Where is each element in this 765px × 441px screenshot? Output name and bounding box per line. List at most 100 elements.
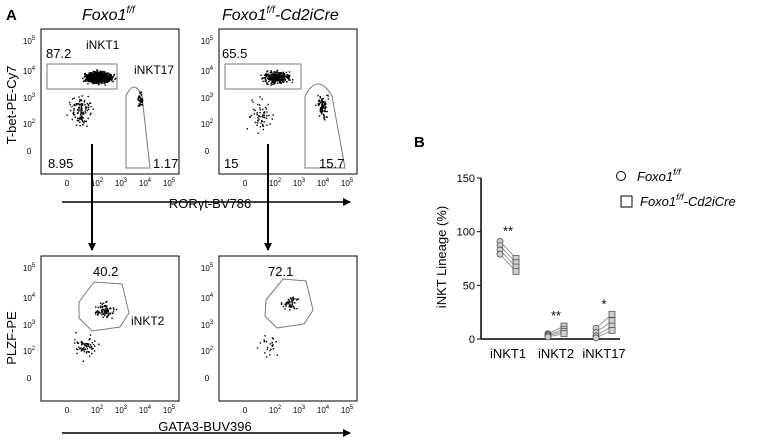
event-dot bbox=[102, 313, 104, 315]
event-dot bbox=[254, 109, 256, 112]
event-dot bbox=[107, 315, 109, 317]
event-dot bbox=[77, 342, 79, 344]
x-tick-label: 104 bbox=[139, 178, 152, 188]
point-foxo1 bbox=[496, 250, 504, 258]
label-inkt1: iNKT1 bbox=[86, 38, 120, 52]
event-dot bbox=[83, 80, 86, 82]
panel-a-letter: A bbox=[6, 7, 17, 24]
event-dot bbox=[101, 80, 104, 82]
event-dot bbox=[79, 116, 81, 119]
event-dot bbox=[81, 119, 84, 122]
y-tick-label: 0 bbox=[205, 147, 210, 156]
event-dot bbox=[101, 303, 103, 305]
event-dot bbox=[79, 108, 81, 110]
event-dot bbox=[90, 112, 92, 115]
event-dot bbox=[78, 118, 81, 120]
event-dot bbox=[274, 76, 276, 78]
event-dot bbox=[106, 307, 109, 310]
event-dot bbox=[317, 100, 320, 102]
event-dot bbox=[292, 296, 294, 298]
b-y-axis-label: iNKT Lineage (%) bbox=[434, 206, 449, 308]
event-dot bbox=[104, 71, 106, 73]
x-tick-label: 103 bbox=[293, 178, 306, 188]
event-dot bbox=[79, 124, 81, 127]
event-dot bbox=[289, 303, 291, 305]
event-dot bbox=[246, 128, 248, 130]
event-dot bbox=[139, 100, 141, 102]
event-dot bbox=[85, 107, 87, 109]
event-dot bbox=[286, 74, 288, 76]
event-dot bbox=[109, 73, 112, 76]
event-dot bbox=[88, 102, 91, 104]
event-dot bbox=[106, 316, 108, 319]
event-dot bbox=[92, 77, 94, 79]
event-dot bbox=[99, 78, 101, 81]
event-dot bbox=[257, 103, 259, 106]
event-dot bbox=[265, 74, 267, 76]
event-dot bbox=[82, 349, 84, 351]
event-dot bbox=[262, 114, 264, 116]
gate-inkt17-tr bbox=[304, 83, 346, 169]
event-dot bbox=[91, 352, 93, 355]
event-dot bbox=[105, 309, 107, 312]
event-dot bbox=[99, 80, 101, 82]
event-dot bbox=[87, 351, 90, 353]
event-dot bbox=[82, 343, 84, 345]
event-dot bbox=[92, 343, 95, 346]
event-dot bbox=[321, 102, 323, 105]
event-dot bbox=[278, 79, 280, 81]
x-tick-label: 102 bbox=[91, 405, 104, 415]
event-dot bbox=[111, 312, 113, 314]
event-dot bbox=[110, 77, 113, 79]
event-dot bbox=[140, 98, 142, 101]
event-dot bbox=[277, 79, 279, 82]
event-dot bbox=[287, 77, 289, 79]
x-tick-label: 0 bbox=[65, 179, 70, 188]
event-dot bbox=[271, 118, 273, 120]
event-dot bbox=[274, 81, 276, 83]
event-dot bbox=[138, 96, 140, 98]
event-dot bbox=[94, 77, 97, 79]
event-dot bbox=[288, 77, 290, 79]
event-dot bbox=[103, 311, 106, 313]
event-dot bbox=[89, 334, 92, 336]
event-dot bbox=[284, 308, 286, 310]
event-dot bbox=[110, 79, 112, 81]
event-dot bbox=[322, 106, 324, 109]
event-dot bbox=[103, 310, 106, 312]
y-tick-label: 105 bbox=[23, 263, 36, 273]
event-dot bbox=[264, 76, 266, 79]
event-dot bbox=[274, 79, 276, 81]
event-dot bbox=[101, 74, 103, 77]
event-dot bbox=[263, 114, 265, 116]
event-dot bbox=[83, 101, 85, 103]
event-dot bbox=[83, 346, 85, 349]
event-dot bbox=[76, 352, 78, 355]
event-dot bbox=[89, 102, 92, 104]
event-dot bbox=[140, 104, 142, 106]
event-dot bbox=[263, 121, 265, 123]
event-dot bbox=[264, 73, 267, 75]
event-dot bbox=[105, 311, 107, 313]
event-dot bbox=[73, 111, 75, 113]
event-dot bbox=[327, 95, 329, 97]
event-dot bbox=[269, 75, 272, 77]
event-dot bbox=[277, 76, 279, 79]
gate-inkt1-tr bbox=[224, 63, 302, 90]
event-dot bbox=[80, 112, 83, 114]
event-dot bbox=[268, 80, 270, 83]
event-dot bbox=[259, 112, 261, 114]
event-dot bbox=[106, 300, 108, 303]
event-dot bbox=[285, 75, 287, 77]
event-dot bbox=[279, 80, 282, 82]
event-dot bbox=[278, 77, 280, 80]
event-dot bbox=[97, 69, 99, 72]
event-dot bbox=[262, 108, 264, 111]
event-dot bbox=[321, 107, 323, 109]
event-dot bbox=[80, 106, 83, 108]
event-dot bbox=[264, 80, 266, 82]
event-dot bbox=[77, 117, 79, 119]
bottom-x-axis-label: GATA3-BUV396 bbox=[158, 419, 251, 434]
gate-inkt2-br bbox=[264, 278, 314, 329]
event-dot bbox=[281, 77, 283, 79]
